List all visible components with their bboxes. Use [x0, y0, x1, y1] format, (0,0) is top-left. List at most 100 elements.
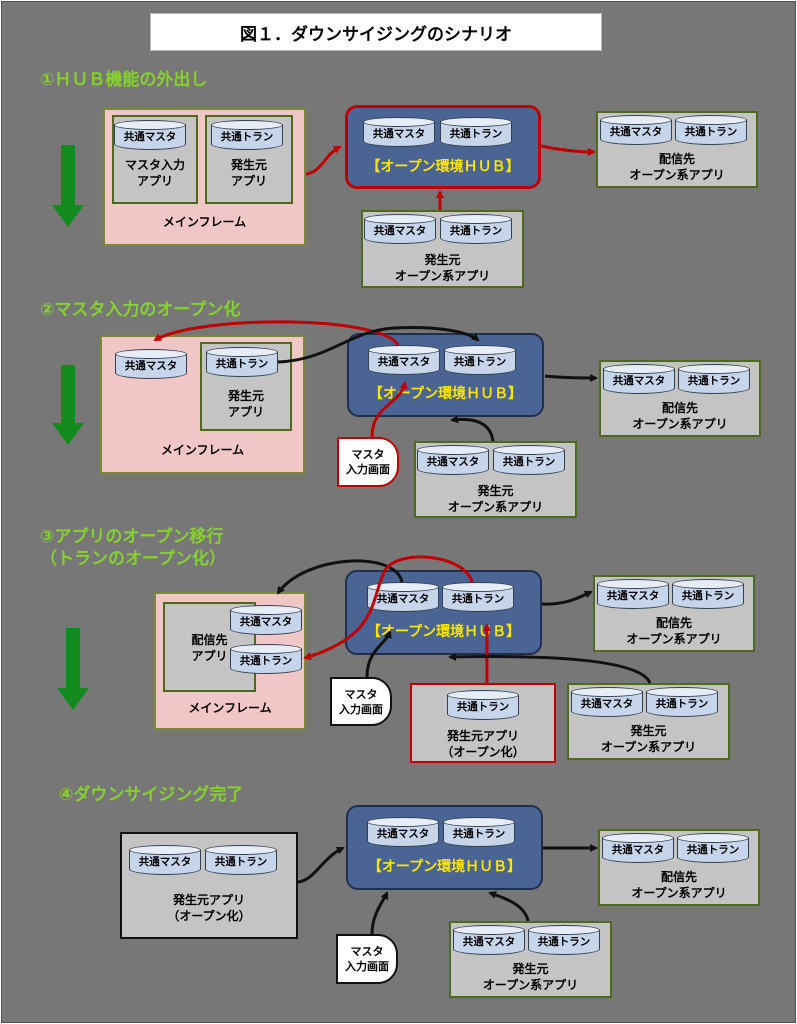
dest-open-app-label-line: オープン系アプリ [629, 168, 725, 182]
cylinder-common-tran-top [206, 347, 278, 357]
cylinder-common-master-top [364, 214, 436, 224]
master-input-screen-3-line: マスタ [344, 687, 378, 701]
section2-heading-line: ②マスタ入力のオープン化 [40, 300, 241, 320]
origin-open-app-label-line: 発生元 [512, 962, 549, 976]
cylinder-common-master-top [597, 579, 669, 589]
mainframe-label: メインフレーム [105, 214, 304, 230]
origin-open-app-label-line: オープン系アプリ [482, 978, 579, 992]
cylinder-common-master-label: 共通マスタ [376, 593, 430, 605]
cylinder-common-tran: 共通トラン [675, 115, 747, 145]
master-input-app-label: マスタ入力アプリ [114, 157, 196, 189]
cylinder-common-tran: 共通トラン [646, 687, 718, 717]
section1-heading-line: ①ＨＵＢ機能の外出し [40, 70, 208, 90]
mainframe-label: メインフレーム [156, 700, 304, 716]
cylinder-common-tran: 共通トラン [672, 579, 744, 609]
cylinder-common-tran-top [440, 117, 512, 127]
dest-open-app-label-line: 配信先 [658, 152, 695, 166]
origin-open-app-label-line: オープン系アプリ [394, 269, 491, 283]
cylinder-common-tran-label: 共通トラン [537, 936, 591, 948]
cylinder-common-master: 共通マスタ [368, 345, 440, 375]
master-input-screen-4-line: 入力画面 [345, 960, 389, 973]
origin-open-app-label-line: 発生元 [630, 724, 667, 738]
cylinder-common-master-label: 共通マスタ [138, 856, 192, 868]
section1-heading: ①ＨＵＢ機能の外出し [40, 69, 207, 91]
cylinder-common-tran-label: 共通トラン [449, 128, 503, 140]
cylinder-common-master-top [602, 833, 674, 843]
cylinder-common-master-top [571, 687, 643, 697]
cylinder-common-master: 共通マスタ [367, 817, 439, 847]
dest-open-app-label: 配信先オープン系アプリ [601, 400, 759, 432]
cylinder-common-tran: 共通トラン [230, 644, 302, 674]
origin-app-label: 発生元アプリ [207, 157, 291, 189]
cylinder-common-tran: 共通トラン [444, 345, 516, 375]
cylinder-common-master: 共通マスタ [367, 582, 439, 612]
cylinder-common-master: 共通マスタ [363, 117, 435, 147]
cylinder-common-master: 共通マスタ [600, 115, 672, 145]
hub-2-title: 【オープン環境ＨＵＢ】 [368, 386, 523, 402]
cylinder-common-tran-label: 共通トラン [681, 590, 735, 602]
master-input-screen-3: マスタ入力画面 [330, 677, 392, 726]
cylinder-common-master-label: 共通マスタ [609, 126, 663, 138]
dest-open-app-label: 配信先オープン系アプリ [598, 151, 756, 183]
cylinder-common-master-label: 共通マスタ [580, 698, 634, 710]
cylinder-common-master: 共通マスタ [417, 445, 489, 475]
master-input-screen-2-line: マスタ [351, 448, 385, 461]
origin-app-label-line: アプリ [227, 405, 264, 419]
cylinder-common-tran: 共通トラン [440, 214, 512, 244]
dest-app-label-line: アプリ [191, 649, 228, 663]
cylinder-common-master: 共通マスタ [129, 845, 201, 875]
cylinder-common-tran-top [440, 214, 512, 224]
cylinder-common-tran: 共通トラン [440, 117, 512, 147]
dest-app-label-line: 配信先 [191, 633, 228, 647]
cylinder-common-master: 共通マスタ [597, 579, 669, 609]
origin-open-app-label: 発生元オープン系アプリ [451, 961, 610, 993]
hub-1-title: 【オープン環境ＨＵＢ】 [366, 159, 520, 175]
cylinder-common-tran-top [493, 445, 565, 455]
figure-title: 図１．ダウンサイジングのシナリオ [150, 13, 602, 51]
origin-app-label-line: 発生元 [230, 158, 267, 172]
cylinder-common-master: 共通マスタ [230, 605, 302, 635]
cylinder-common-tran-label: 共通トラン [686, 844, 740, 856]
cylinder-common-tran: 共通トラン [205, 845, 277, 875]
section1-down-arrow [52, 145, 84, 227]
cylinder-common-tran-top [205, 845, 277, 855]
master-input-screen-4-line: マスタ [350, 945, 384, 958]
cylinder-common-master-top [600, 115, 672, 125]
cylinder-common-tran-top [211, 120, 283, 130]
origin-app-open-label: 発生元アプリ（オープン化） [122, 892, 296, 924]
origin-app-label-line: 発生元 [227, 389, 264, 403]
cylinder-common-tran-top [443, 817, 515, 827]
section3-down-arrow-shaft [66, 628, 80, 690]
cylinder-common-master-label: 共通マスタ [612, 375, 666, 387]
cylinder-common-tran-top [678, 364, 750, 374]
cylinder-common-master-label: 共通マスタ [376, 828, 430, 840]
cylinder-common-master-label: 共通マスタ [239, 616, 293, 628]
dest-open-app-label-line: オープン系アプリ [631, 886, 727, 900]
origin-open-app-label-line: 発生元 [477, 484, 514, 498]
origin-open-app-label: 発生元オープン系アプリ [569, 723, 728, 755]
cylinder-common-master-label: 共通マスタ [606, 590, 660, 602]
origin-app-open-label-line: 発生元アプリ [446, 729, 519, 743]
hub-4-title: 【オープン環境ＨＵＢ】 [367, 859, 522, 875]
section3-down-arrow [57, 628, 89, 710]
cylinder-common-tran-top [528, 925, 600, 935]
cylinder-common-master-top [453, 925, 525, 935]
origin-app-open-label-line: （オープン化） [441, 745, 525, 759]
cylinder-common-tran-top [677, 833, 749, 843]
cylinder-common-tran: 共通トラン [493, 445, 565, 475]
cylinder-common-tran-top [230, 644, 302, 654]
cylinder-common-tran-label: 共通トラン [655, 698, 709, 710]
dest-open-app-label: 配信先オープン系アプリ [600, 869, 758, 901]
master-input-screen-4: マスタ入力画面 [336, 934, 398, 984]
origin-app-open-label: 発生元アプリ （オープン化） [412, 728, 554, 760]
cylinder-common-tran-top [646, 687, 718, 697]
cylinder-common-master-label: 共通マスタ [462, 936, 516, 948]
dest-open-app-label: 配信先オープン系アプリ [595, 615, 753, 647]
cylinder-common-master-label: 共通マスタ [124, 360, 178, 372]
cylinder-common-master-body [363, 122, 435, 147]
origin-open-app-label-line: 発生元 [424, 253, 461, 267]
dest-open-app-label-line: 配信先 [655, 616, 692, 630]
master-input-screen-3-line: 入力画面 [339, 702, 383, 716]
section2-heading: ②マスタ入力のオープン化 [40, 299, 240, 321]
section2-down-arrow [52, 365, 84, 445]
